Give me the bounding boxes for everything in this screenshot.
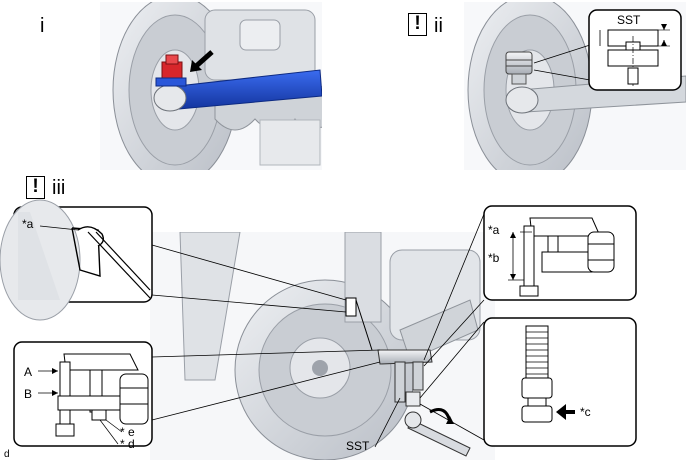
panel-3-leader-lines xyxy=(151,213,485,448)
sst-label-panel-2: SST xyxy=(617,13,641,27)
callout-label-a-right: *a xyxy=(488,223,500,237)
panel-3-illustration xyxy=(150,232,495,460)
panel-2-illustration xyxy=(464,2,686,170)
callout-top-left xyxy=(0,199,153,321)
warning-icon: ! xyxy=(26,176,45,199)
step-label-i: i xyxy=(40,15,45,37)
footer-code: d xyxy=(4,449,10,460)
step-label-ii: ii xyxy=(434,15,443,37)
callout-top-right xyxy=(483,205,637,301)
callout-label-b: *b xyxy=(488,251,500,265)
callout-bottom-left xyxy=(13,341,153,447)
panel-1-illustration xyxy=(100,2,322,170)
callout-label-e: * e xyxy=(120,425,135,439)
callout-label-d: * d xyxy=(120,437,135,451)
warning-icon: ! xyxy=(408,13,427,36)
sst-label-panel-3: SST xyxy=(346,439,370,453)
callout-label-B: B xyxy=(24,387,33,401)
step-label-iii: iii xyxy=(52,177,66,199)
callout-bottom-right xyxy=(483,317,637,447)
callout-label-c: *c xyxy=(580,405,591,419)
panel-2-callout xyxy=(533,9,682,91)
callout-label-a-left: *a xyxy=(22,217,34,231)
callout-label-A: A xyxy=(24,365,33,379)
